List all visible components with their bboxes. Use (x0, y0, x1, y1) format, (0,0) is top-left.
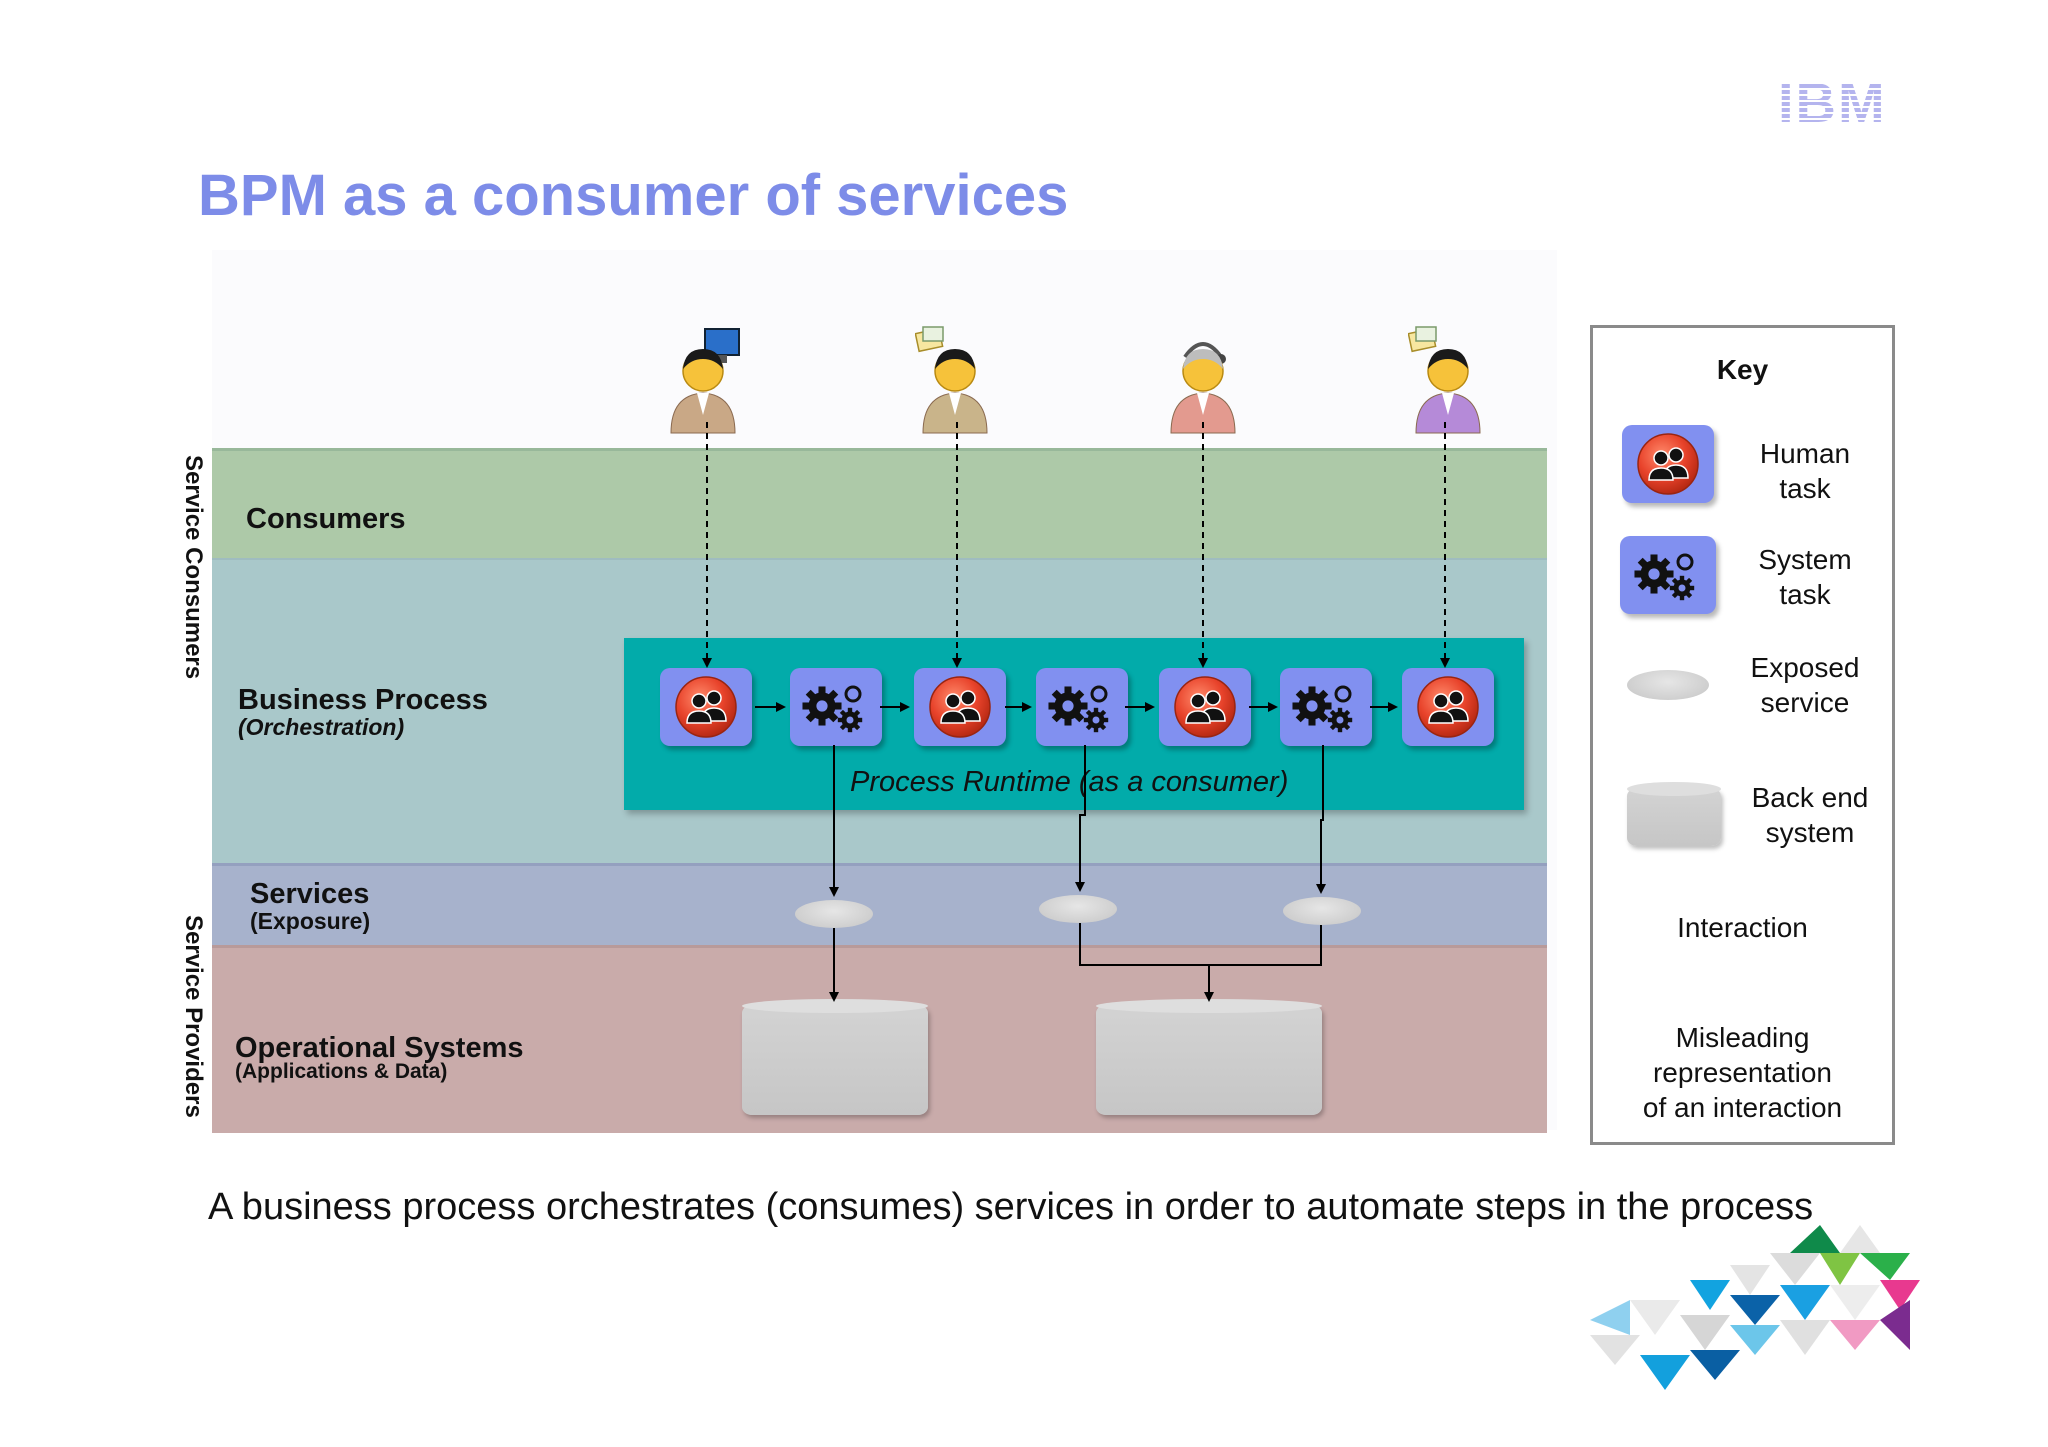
services-label: Services (250, 878, 370, 910)
key-system-task-icon (1620, 536, 1716, 614)
person-with-documents-icon (914, 325, 995, 435)
people-icon (1417, 676, 1479, 738)
consumers-label: Consumers (246, 503, 406, 535)
business-process-label: Business Process (238, 684, 488, 716)
key-human-task-icon (1622, 425, 1714, 503)
key-back-end-label: Back end system (1730, 780, 1890, 850)
person-figure-icon (1407, 326, 1481, 434)
key-back-end-cylinder (1627, 782, 1721, 846)
service-consumers-label: Service Consumers (180, 455, 207, 680)
key-human-task-line: Human (1759, 438, 1851, 469)
consumers-band (212, 448, 1547, 561)
human-task (1159, 668, 1251, 746)
system-task (1036, 668, 1128, 746)
exposed-service-oval (1283, 897, 1361, 925)
people-icon (1174, 676, 1236, 738)
people-icon (929, 676, 991, 738)
people-icon (675, 676, 737, 738)
key-interaction-label: Interaction (1677, 912, 1808, 943)
exposed-service-oval (1039, 895, 1117, 923)
key-misleading-line: representation (1652, 1057, 1832, 1088)
human-task (914, 668, 1006, 746)
gears-icon (1634, 553, 1695, 601)
key-human-task-line: task (1779, 473, 1831, 504)
decorative-triangle-mosaic-icon (1590, 1225, 1920, 1390)
business-process-sublabel: (Orchestration) (238, 714, 405, 740)
caption: A business process orchestrates (consume… (208, 1186, 1814, 1228)
services-sublabel: (Exposure) (250, 908, 371, 934)
key-misleading-line: of an interaction (1642, 1092, 1843, 1123)
system-task (1280, 668, 1372, 746)
key-exposed-service-oval (1627, 670, 1709, 700)
gears-icon (1048, 685, 1109, 733)
back-end-system-cylinder (742, 999, 928, 1115)
key-misleading-line: Misleading (1675, 1022, 1810, 1053)
person-with-headset-icon (1163, 325, 1243, 435)
key-exposed-service-line: Exposed (1750, 652, 1860, 683)
gears-icon (1292, 685, 1353, 733)
human-task (660, 668, 752, 746)
person-figure-icon (914, 326, 988, 434)
operational-systems-sublabel: (Applications & Data) (235, 1060, 448, 1083)
person-figure-icon (1170, 342, 1236, 434)
back-end-system-cylinder (1096, 999, 1322, 1115)
person-with-documents-icon (1407, 325, 1488, 435)
ibm-logo: IBM (1778, 75, 1900, 131)
key-misleading-label: Misleading representation of an interact… (1590, 1020, 1895, 1125)
exposed-service-oval (795, 900, 873, 928)
key-exposed-service-label: Exposed service (1730, 650, 1880, 720)
key-system-task-label: System task (1730, 542, 1880, 612)
key-exposed-service-line: service (1760, 687, 1850, 718)
system-task (790, 668, 882, 746)
ibm-logo-text: IBM (1778, 75, 1900, 131)
key-title: Key (1716, 354, 1769, 385)
service-providers-label: Service Providers (180, 915, 207, 1118)
key-back-end-line: system (1765, 817, 1855, 848)
key-system-task-line: System (1758, 544, 1852, 575)
people-icon (1637, 433, 1699, 495)
key-system-task-line: task (1779, 579, 1831, 610)
gears-icon (802, 685, 863, 733)
key-back-end-line: Back end (1751, 782, 1869, 813)
key-human-task-label: Human task (1730, 436, 1880, 506)
process-runtime-label: Process Runtime (as a consumer) (850, 766, 1289, 798)
person-with-computer-icon (663, 325, 743, 435)
human-task (1402, 668, 1494, 746)
page-title: BPM as a consumer of services (198, 163, 1069, 228)
person-figure-icon (670, 328, 740, 434)
operational-systems-label: Operational Systems (235, 1032, 524, 1064)
